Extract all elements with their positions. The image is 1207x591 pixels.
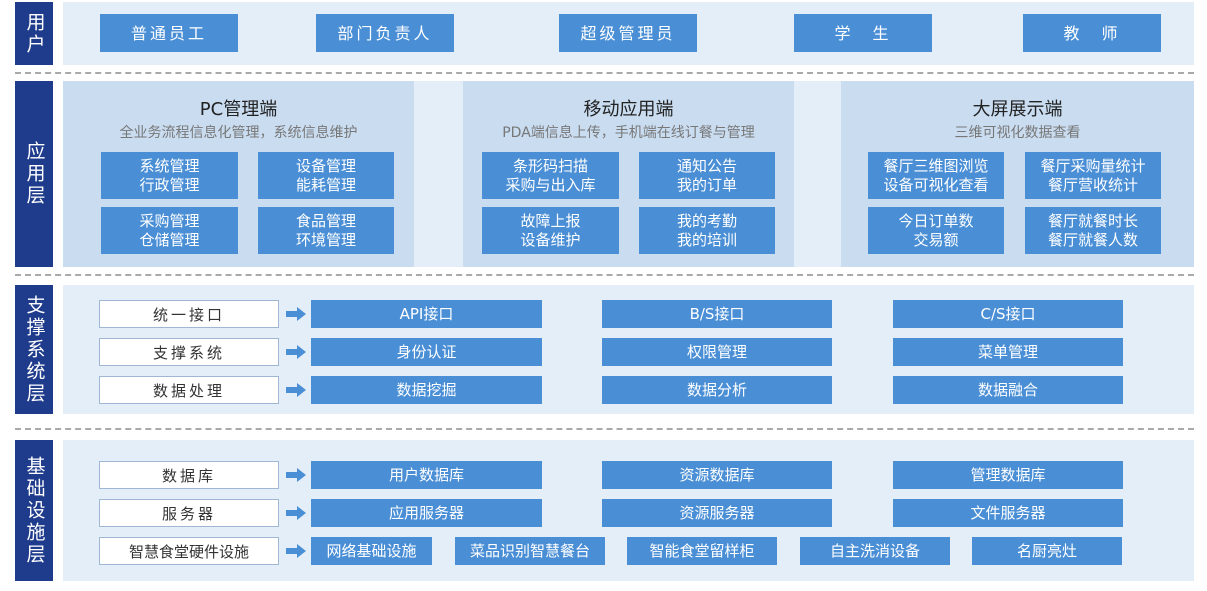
panel-subtitle: PDA端信息上传，手机端在线订餐与管理 [502,125,755,141]
layer-label-app: 应用层 [15,81,53,267]
support-row-label: 支撑系统 [99,338,279,366]
layer-separator [15,428,1194,430]
support-item: 数据融合 [893,376,1123,404]
app-module: 餐厅采购量统计餐厅营收统计 [1025,152,1161,199]
infra-item: 应用服务器 [311,499,542,527]
layer-label-support: 支撑系统层 [15,285,53,414]
support-item: 权限管理 [602,338,832,366]
right-arrow-icon [286,544,306,558]
panel-title: 大屏展示端 [972,99,1063,120]
layer-label-infra: 基础设施层 [15,440,53,581]
app-module: 通知公告我的订单 [639,152,775,199]
panel-title: PC管理端 [199,99,278,120]
user-box: 部门负责人 [316,14,454,52]
infra-item: 文件服务器 [893,499,1123,527]
infra-row-label: 服务器 [99,499,279,527]
infra-item: 菜品识别智慧餐台 [455,537,605,565]
layer-separator [15,274,1194,276]
support-item: 数据分析 [602,376,832,404]
right-arrow-icon [286,506,306,520]
panel-title: 移动应用端 [583,99,674,120]
support-item: 数据挖掘 [311,376,542,404]
panel-subtitle: 三维可视化数据查看 [954,125,1081,141]
app-module: 条形码扫描采购与出入库 [482,152,619,199]
user-box: 教 师 [1023,14,1161,52]
app-module: 我的考勤我的培训 [639,207,775,254]
support-item: API接口 [311,300,542,328]
support-item: C/S接口 [893,300,1123,328]
layer-label-user: 用户 [15,2,53,65]
infra-item: 资源服务器 [602,499,832,527]
infra-row-label: 智慧食堂硬件设施 [99,537,279,565]
right-arrow-icon [286,468,306,482]
infra-item: 用户数据库 [311,461,542,489]
infra-item: 自主洗消设备 [800,537,950,565]
infra-item: 资源数据库 [602,461,832,489]
support-item: 菜单管理 [893,338,1123,366]
infra-item: 管理数据库 [893,461,1123,489]
infra-item: 网络基础设施 [311,537,432,565]
right-arrow-icon [286,345,306,359]
user-box: 普通员工 [100,14,238,52]
right-arrow-icon [286,383,306,397]
support-row-label: 数据处理 [99,376,279,404]
app-module: 餐厅三维图浏览设备可视化查看 [868,152,1004,199]
app-module: 设备管理能耗管理 [258,152,394,199]
infra-item: 智能食堂留样柜 [627,537,777,565]
support-item: 身份认证 [311,338,542,366]
user-box: 学 生 [794,14,932,52]
infra-item: 名厨亮灶 [972,537,1122,565]
right-arrow-icon [286,307,306,321]
app-module: 食品管理环境管理 [258,207,394,254]
support-row-label: 统一接口 [99,300,279,328]
layer-separator [15,72,1194,74]
app-module: 故障上报设备维护 [482,207,619,254]
panel-subtitle: 全业务流程信息化管理，系统信息维护 [119,125,358,141]
app-module: 系统管理行政管理 [101,152,238,199]
user-box: 超级管理员 [559,14,697,52]
app-module: 餐厅就餐时长餐厅就餐人数 [1025,207,1161,254]
app-module: 今日订单数交易额 [868,207,1004,254]
support-item: B/S接口 [602,300,832,328]
app-module: 采购管理仓储管理 [101,207,238,254]
infra-row-label: 数据库 [99,461,279,489]
